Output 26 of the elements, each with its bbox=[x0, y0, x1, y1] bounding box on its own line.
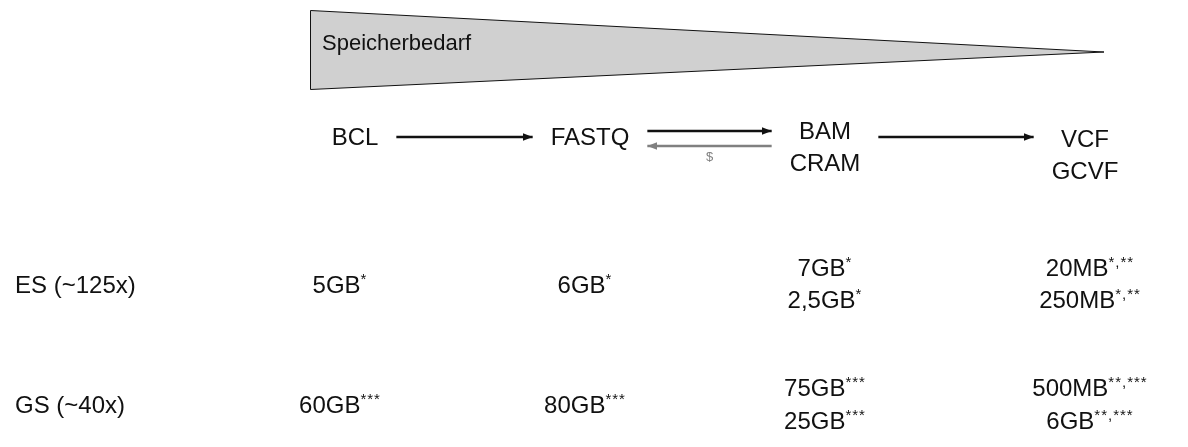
size-value: 500MB$^{**,***}$ bbox=[1032, 373, 1148, 403]
row-label: ES (~125x) bbox=[15, 270, 136, 300]
arrow bbox=[647, 142, 772, 150]
format-label: BAM bbox=[799, 116, 851, 146]
size-value: 80GB$^{***}$ bbox=[544, 390, 626, 420]
wedge-label: Speicherbedarf bbox=[322, 30, 472, 56]
size-value: 6GB$^{**,***}$ bbox=[1046, 406, 1134, 436]
arrow bbox=[647, 127, 772, 135]
size-value: 7GB$^{*}$ bbox=[797, 253, 853, 283]
row-label: GS (~40x) bbox=[15, 390, 126, 420]
size-value: 2,5GB$^{*}$ bbox=[787, 285, 863, 315]
format-label: GCVF bbox=[1051, 156, 1119, 186]
format-label: BCL bbox=[331, 122, 379, 152]
edge-label: $ bbox=[704, 149, 715, 164]
format-label: VCF bbox=[1061, 124, 1109, 154]
size-value: 250MB$^{*,**}$ bbox=[1039, 285, 1141, 315]
size-value: 60GB$^{***}$ bbox=[299, 390, 381, 420]
size-value: 6GB$^{*}$ bbox=[557, 270, 613, 300]
format-label: FASTQ bbox=[550, 122, 630, 152]
size-value: 20MB$^{*,**}$ bbox=[1045, 253, 1135, 283]
size-value: 75GB$^{***}$ bbox=[784, 373, 866, 403]
format-label: CRAM bbox=[789, 148, 861, 178]
size-value: 25GB$^{***}$ bbox=[784, 406, 866, 436]
size-value: 5GB$^{*}$ bbox=[312, 270, 368, 300]
arrow bbox=[396, 133, 533, 141]
arrow bbox=[878, 133, 1034, 141]
